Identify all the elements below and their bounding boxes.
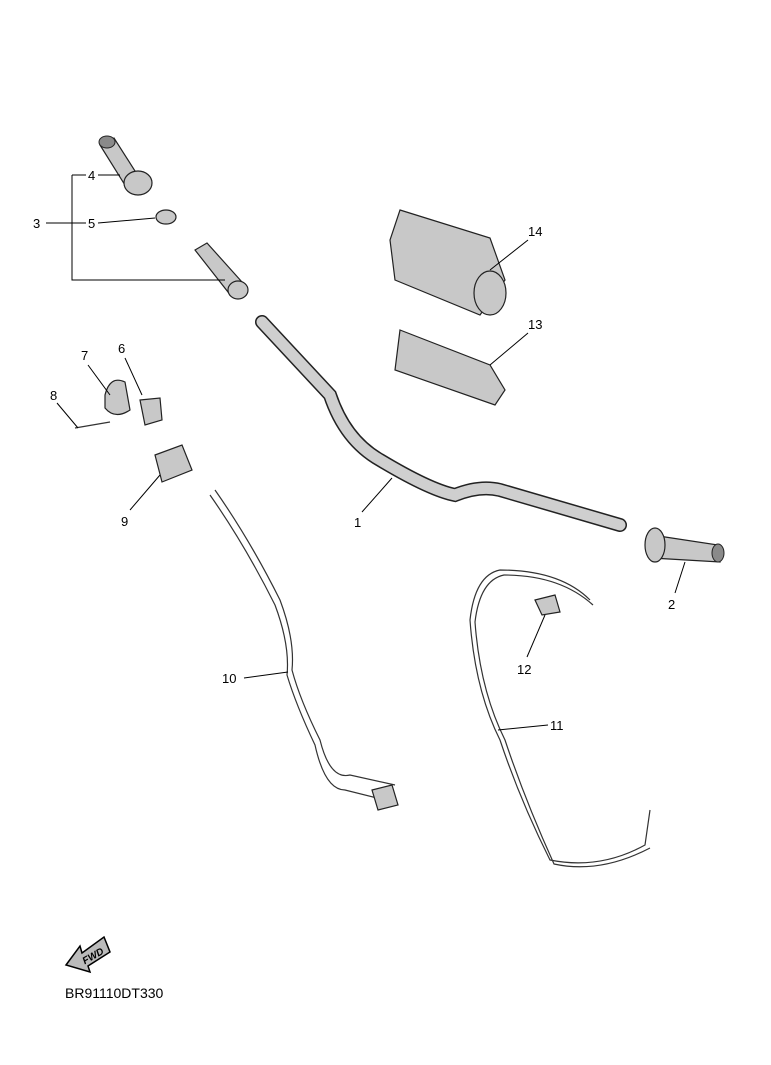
part-9-switch[interactable] <box>154 444 193 483</box>
part-6-holder[interactable] <box>139 397 163 426</box>
fwd-label: FWD <box>81 946 106 967</box>
callout-13: 13 <box>528 317 542 332</box>
part-7-clamp[interactable] <box>104 379 131 416</box>
part-5-washer[interactable] <box>155 209 177 225</box>
part-13-handlebar-pad[interactable] <box>394 329 506 406</box>
callout-6: 6 <box>118 341 125 356</box>
diagram-code: BR91110DT330 <box>65 985 164 1001</box>
part-12-switch[interactable] <box>534 594 561 616</box>
fwd-arrow-icon: FWD <box>64 935 111 974</box>
part-10-connector <box>371 784 399 811</box>
callout-3: 3 <box>33 216 40 231</box>
callout-2: 2 <box>668 597 675 612</box>
callout-10: 10 <box>222 671 236 686</box>
callout-9: 9 <box>121 514 128 529</box>
callout-11: 11 <box>550 718 564 733</box>
part-4-grip[interactable] <box>98 135 153 196</box>
callout-7: 7 <box>81 348 88 363</box>
part-14-handlebar-pad[interactable] <box>389 209 507 316</box>
callout-12: 12 <box>517 662 531 677</box>
callout-14: 14 <box>528 224 542 239</box>
part-2-grip[interactable] <box>644 527 725 563</box>
part-8-bolt[interactable] <box>74 421 111 429</box>
callout-8: 8 <box>50 388 57 403</box>
part-10-cable[interactable] <box>209 489 396 801</box>
part-3-throttle-tube[interactable] <box>194 242 249 300</box>
callout-4: 4 <box>88 168 95 183</box>
callout-5: 5 <box>88 216 95 231</box>
part-11-cable[interactable] <box>469 569 651 868</box>
callout-1: 1 <box>354 515 361 530</box>
leader-lines <box>46 174 686 731</box>
